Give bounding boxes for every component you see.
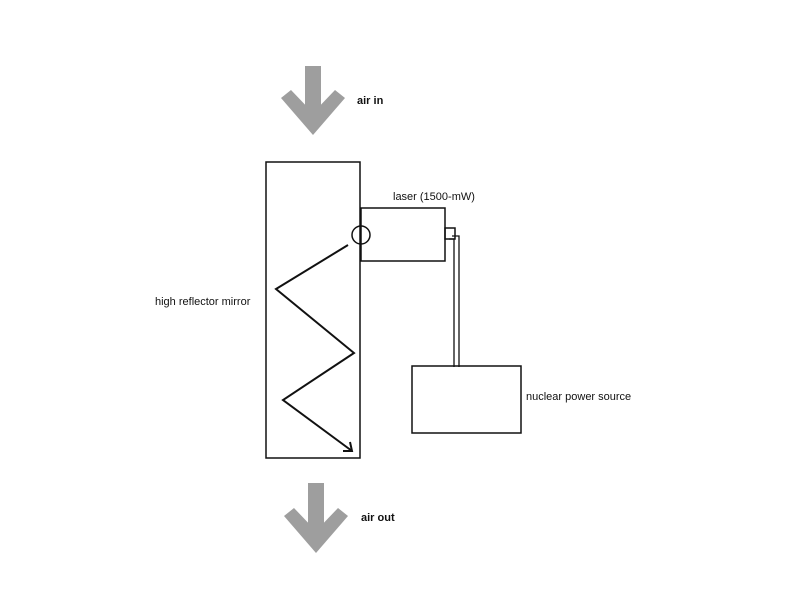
air-out-arrow	[284, 483, 348, 553]
laser-aperture	[351, 225, 371, 245]
laser-beam-path	[274, 244, 356, 452]
air-in-label: air in	[357, 95, 384, 107]
air-out-label: air out	[361, 512, 395, 524]
laser-connector	[444, 227, 456, 240]
beam-arrowhead	[343, 441, 354, 452]
air-in-arrow	[281, 66, 345, 135]
power-source-box	[411, 365, 522, 434]
power-cable	[449, 235, 460, 367]
power-source-label: nuclear power source	[526, 391, 632, 403]
laser-label: laser (1500-mW)	[393, 191, 475, 203]
laser-box	[360, 207, 446, 262]
chamber-box	[265, 161, 361, 459]
mirror-label: high reflector mirror	[155, 296, 251, 308]
